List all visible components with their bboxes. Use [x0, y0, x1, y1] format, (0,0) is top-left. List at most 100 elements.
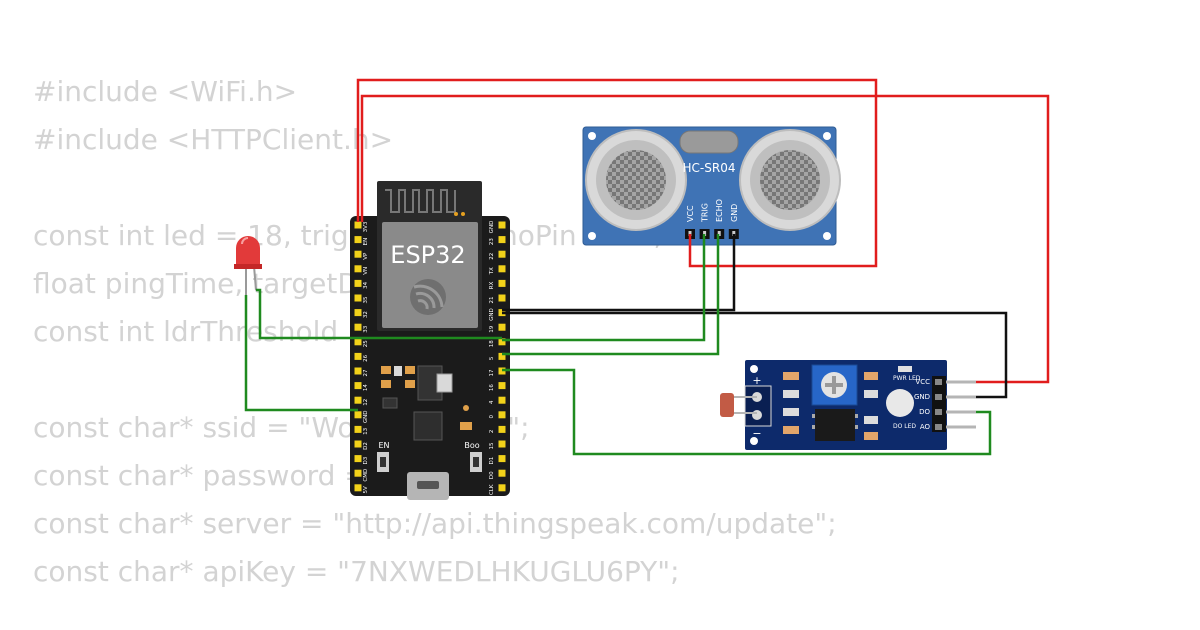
esp32-pin-label: 3V3 — [363, 221, 369, 232]
esp32-pin[interactable] — [498, 279, 506, 287]
esp32-pin-label: 18 — [489, 340, 495, 347]
esp32-pin[interactable] — [354, 396, 362, 404]
esp32-pin-label: 25 — [363, 340, 369, 347]
esp32-pin-label: GND — [489, 308, 495, 321]
wire-green[interactable] — [244, 234, 992, 456]
esp32-pin-label: 2 — [489, 430, 495, 434]
esp32-pin-label: GND — [489, 221, 495, 234]
ldr-module-pin[interactable] — [946, 410, 976, 414]
esp32-pin[interactable] — [498, 294, 506, 302]
ldr-module-pin[interactable] — [946, 425, 976, 429]
esp32-pin-label: 35 — [363, 296, 369, 303]
code-line: #include <WiFi.h> — [33, 75, 298, 108]
esp32-pin[interactable] — [354, 469, 362, 477]
esp32-pin-label: D2 — [363, 442, 369, 450]
esp32-pin[interactable] — [354, 265, 362, 273]
esp32-pin-label: 15 — [489, 442, 495, 449]
esp32-pin-label: GND — [363, 410, 369, 423]
esp32-pin-label: 21 — [489, 297, 495, 304]
esp32-pin-label: 19 — [489, 325, 495, 332]
transducer-right-icon — [739, 129, 841, 231]
esp32-pin-label: D0 — [489, 471, 495, 479]
esp32-pin[interactable] — [354, 382, 362, 390]
esp32-pin[interactable] — [498, 338, 506, 346]
ldr-module-pin-label: GND — [914, 393, 930, 401]
esp32-pin-label: TX — [489, 267, 495, 275]
esp32-pin-label: 5V — [363, 486, 369, 493]
esp32-pin[interactable] — [354, 338, 362, 346]
esp32-pin[interactable] — [354, 411, 362, 419]
esp32-pin[interactable] — [498, 396, 506, 404]
esp32-pin[interactable] — [498, 382, 506, 390]
ldr-module-pin-label: DO — [919, 408, 930, 416]
esp32-pin[interactable] — [354, 352, 362, 360]
esp32-pin[interactable] — [498, 425, 506, 433]
hc-sr04-pin-label: GND — [730, 204, 739, 222]
wire-red[interactable] — [356, 78, 1050, 384]
red-led[interactable] — [234, 236, 262, 295]
esp32-pin[interactable] — [354, 455, 362, 463]
pwr-led-icon — [898, 366, 912, 372]
esp32-pin[interactable] — [354, 279, 362, 287]
esp32-pin-label: CLK — [489, 484, 495, 495]
code-line: #include <HTTPClient.h> — [33, 123, 394, 156]
esp32-pin-label: 33 — [363, 325, 369, 332]
esp32-pin-label: 14 — [363, 384, 369, 391]
hc-sr04-pin-label: VCC — [686, 205, 695, 222]
esp32-pin[interactable] — [354, 367, 362, 375]
wire-black[interactable] — [502, 234, 1008, 399]
potentiometer-knob[interactable] — [811, 364, 858, 406]
esp32-pin[interactable] — [498, 265, 506, 273]
ldr-module-pin[interactable] — [946, 380, 976, 384]
hc-sr04-pin-label: TRIG — [701, 203, 710, 223]
pwr-led-label: PWR LED — [893, 375, 921, 382]
esp32-pin-label: 0 — [489, 415, 495, 419]
esp32-pin[interactable] — [354, 294, 362, 302]
hc-sr04-label: HC-SR04 — [683, 161, 736, 175]
esp32-pin-label: 17 — [489, 369, 495, 376]
esp32-pin-label: VP — [363, 252, 369, 260]
esp32-pin[interactable] — [354, 309, 362, 317]
esp32-pin[interactable] — [354, 236, 362, 244]
esp32-pin[interactable] — [498, 221, 506, 229]
ldr-module-pin-label: AO — [920, 423, 931, 431]
esp32-pin[interactable] — [354, 323, 362, 331]
esp32-pin[interactable] — [354, 250, 362, 258]
esp32-pin-label: 34 — [363, 281, 369, 288]
esp32-board[interactable]: ESP32 EN Boo — [350, 181, 510, 500]
esp32-pin[interactable] — [498, 250, 506, 258]
boot-button-label: Boo — [464, 441, 479, 450]
esp32-pin-label: 27 — [363, 369, 369, 376]
espressif-logo-icon — [410, 279, 446, 315]
esp32-pin[interactable] — [498, 469, 506, 477]
code-editor-background: #include <WiFi.h> #include <HTTPClient.h>… — [33, 68, 837, 596]
hc-sr04-pin-label: ECHO — [715, 199, 724, 222]
ldr-module-pin[interactable] — [946, 395, 976, 399]
esp32-pin[interactable] — [498, 455, 506, 463]
en-button[interactable] — [377, 452, 389, 472]
esp32-pin[interactable] — [498, 352, 506, 360]
esp32-pin[interactable] — [498, 484, 506, 492]
esp32-pin[interactable] — [498, 236, 506, 244]
esp32-pin[interactable] — [354, 484, 362, 492]
esp32-label: ESP32 — [390, 241, 465, 269]
esp32-pin[interactable] — [354, 425, 362, 433]
esp32-pin-label: 12 — [363, 399, 369, 406]
esp32-pin[interactable] — [498, 323, 506, 331]
boot-button[interactable] — [470, 452, 482, 472]
esp32-pin-label: 23 — [489, 238, 495, 245]
esp32-pin-label: D3 — [363, 456, 369, 464]
hc-sr04-sensor[interactable]: HC-SR04 VCC TRIG ECHO GND — [582, 126, 841, 246]
esp32-pin[interactable] — [354, 440, 362, 448]
esp32-pin[interactable] — [498, 411, 506, 419]
esp32-pin-label: VN — [363, 267, 369, 275]
ldr-module-pin-label: VCC — [915, 378, 930, 386]
esp32-pin[interactable] — [354, 221, 362, 229]
esp32-metal-shield — [382, 222, 478, 328]
code-line: const char* apiKey = "7NXWEDLHKUGLU6PY"; — [33, 555, 680, 588]
comparator-chip-icon — [815, 409, 855, 441]
do-led-label: DO LED — [893, 423, 916, 430]
esp32-pin[interactable] — [498, 440, 506, 448]
